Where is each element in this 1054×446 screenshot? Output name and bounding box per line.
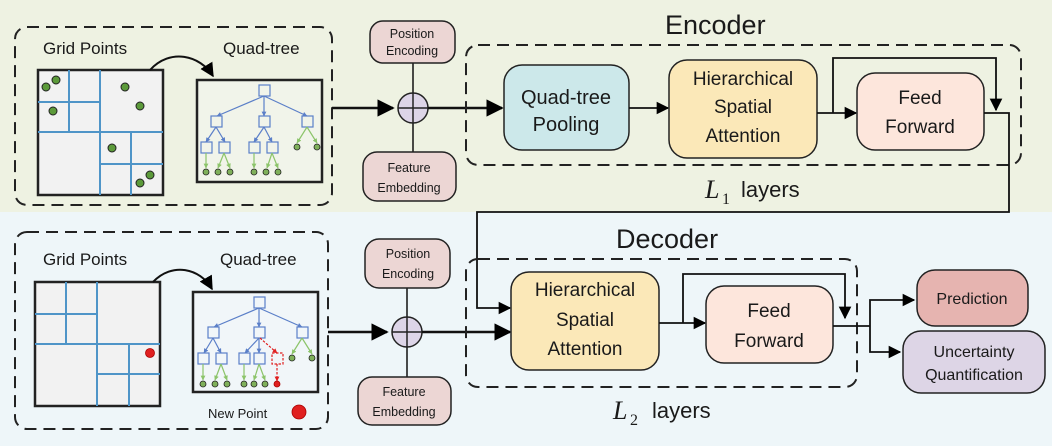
decoder-layer-stack (465, 258, 858, 388)
decoder-grid-label: Grid Points (43, 250, 127, 269)
to-prediction-arrow (869, 293, 916, 326)
encoder-attention-block: Hierarchical Spatial Attention (668, 59, 818, 159)
encoder-grid-label: Grid Points (43, 39, 127, 58)
svg-text:Embedding: Embedding (377, 181, 440, 195)
svg-text:Feed: Feed (747, 301, 790, 322)
svg-text:Prediction: Prediction (936, 291, 1007, 308)
data-point (135, 101, 145, 111)
svg-text:Pooling: Pooling (533, 114, 600, 136)
svg-text:2: 2 (630, 412, 638, 429)
data-point (48, 106, 58, 116)
svg-text:Feed: Feed (898, 88, 941, 109)
svg-text:Encoding: Encoding (386, 44, 438, 58)
uncertainty-quantification-output: Uncertainty Quantification (902, 330, 1046, 394)
svg-text:Attention: Attention (706, 126, 781, 147)
svg-text:layers: layers (652, 398, 711, 423)
encoder-layer-stack (465, 44, 1022, 166)
encoder-feature-embedding: Feature Embedding (362, 151, 457, 202)
svg-text:Uncertainty: Uncertainty (934, 344, 1015, 361)
new-point-legend: New Point (208, 404, 307, 421)
svg-text:layers: layers (741, 177, 800, 202)
decoder-position-encoding: Position Encoding (364, 238, 451, 378)
decoder-feature-embedding: Feature Embedding (357, 376, 452, 426)
svg-text:Feature: Feature (387, 161, 430, 175)
decoder-input-group: Grid Points Quad-tree (14, 231, 329, 430)
decoder-sum-icon (391, 316, 423, 348)
svg-text:Spatial: Spatial (556, 310, 614, 331)
encoder-position-encoding: Position Encoding (369, 20, 456, 153)
svg-text:Forward: Forward (734, 331, 804, 352)
new-point (145, 348, 155, 358)
encoder-sum-icon (397, 92, 429, 124)
data-point (145, 170, 155, 180)
svg-text:Feature: Feature (382, 385, 425, 399)
decoder-attention-block: Hierarchical Spatial Attention (510, 271, 660, 371)
data-point (135, 178, 145, 188)
decoder-residual-connection (682, 273, 852, 323)
encoder-to-decoder-connection (476, 112, 1010, 315)
decoder-feed-forward-block: Feed Forward (705, 285, 834, 364)
svg-text:Spatial: Spatial (714, 97, 772, 118)
svg-text:Attention: Attention (548, 339, 623, 360)
to-uncertainty-arrow (869, 326, 902, 359)
svg-text:L: L (704, 175, 719, 204)
data-point (120, 82, 130, 92)
svg-text:Encoding: Encoding (382, 267, 434, 281)
prediction-output: Prediction (916, 269, 1029, 327)
decoder-tree-label: Quad-tree (220, 250, 297, 269)
svg-text:1: 1 (722, 191, 730, 208)
svg-text:Quantification: Quantification (925, 367, 1023, 384)
new-node-path (259, 337, 284, 382)
encoder-feed-forward-block: Feed Forward (856, 72, 985, 151)
svg-text:New Point: New Point (208, 406, 268, 421)
encoder-title: Encoder (665, 10, 766, 40)
encoder-layers-label: L 1 layers (704, 175, 800, 208)
data-point (51, 75, 61, 85)
decoder-grid-points (33, 280, 162, 408)
data-point (107, 143, 117, 153)
svg-text:Position: Position (386, 247, 431, 261)
decoder-quad-tree (191, 290, 320, 394)
svg-text:Hierarchical: Hierarchical (693, 69, 793, 90)
svg-text:Position: Position (390, 27, 435, 41)
grid-to-tree-arrow (152, 268, 213, 291)
svg-text:L: L (612, 396, 627, 425)
encoder-tree-label: Quad-tree (223, 39, 300, 58)
svg-text:Embedding: Embedding (372, 405, 435, 419)
decoder-title: Decoder (616, 224, 718, 254)
quad-tree-pooling-block: Quad-tree Pooling (503, 64, 630, 151)
encoder-input-group: Grid Points Quad-tree (14, 26, 333, 206)
svg-text:Quad-tree: Quad-tree (521, 87, 611, 109)
data-point (41, 82, 51, 92)
grid-to-tree-arrow (149, 55, 214, 78)
encoder-grid-points (36, 68, 165, 197)
encoder-quad-tree (195, 78, 324, 184)
encoder-residual-connection (832, 57, 1003, 113)
decoder-layers-label: L 2 layers (612, 396, 711, 429)
svg-text:Forward: Forward (885, 117, 955, 138)
svg-text:Hierarchical: Hierarchical (535, 280, 635, 301)
